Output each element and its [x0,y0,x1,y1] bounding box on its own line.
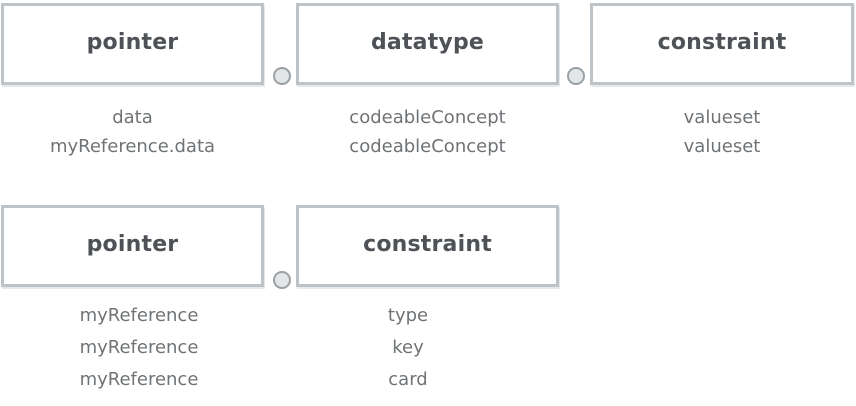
box-title: pointer [86,29,179,55]
box-title: constraint [657,29,787,55]
pointer-box: pointer [1,205,264,287]
value-text: codeableConcept [349,136,506,157]
value-text: myReference [79,337,199,358]
constraint-box: constraint [590,3,854,85]
pointer-values: myReference myReference myReference [1,300,277,396]
constraint-box: constraint [296,205,559,287]
value-text: myReference.data [49,136,216,157]
box-title: pointer [86,231,179,257]
value-text: myReference [79,369,199,390]
box-title: datatype [370,29,485,55]
box-title: constraint [363,231,492,257]
datatype-values: codeableConcept codeableConcept [296,103,559,161]
connector-dot [273,67,291,85]
connector-dot [567,67,585,85]
value-text: myReference [79,305,199,326]
value-text: type [387,305,429,326]
pointer-values: data myReference.data [1,103,264,161]
value-text: key [392,337,424,358]
value-text: data [112,107,153,128]
connector-dot [273,271,291,289]
pointer-box: pointer [1,3,264,85]
value-text: valueset [683,136,761,157]
value-text: codeableConcept [349,107,506,128]
datatype-box: datatype [296,3,559,85]
value-text: valueset [683,107,761,128]
value-text: card [388,369,428,390]
constraint-values: valueset valueset [590,103,854,161]
constraint-values: type key card [296,300,520,396]
